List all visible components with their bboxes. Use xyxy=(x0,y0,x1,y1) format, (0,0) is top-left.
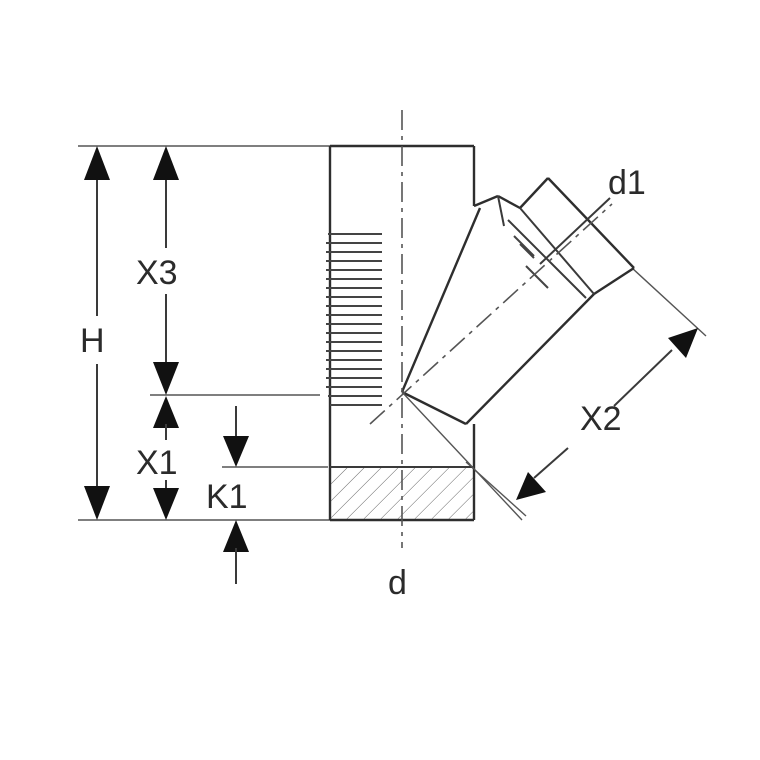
label-X2: X2 xyxy=(580,400,622,438)
dimension-X1: X1 xyxy=(136,396,179,520)
arrow-up-icon xyxy=(153,146,179,180)
arrow-up-right-icon xyxy=(668,328,698,358)
arrow-down-icon xyxy=(223,436,249,467)
branch-outlet xyxy=(400,177,635,426)
arrow-down-icon xyxy=(84,486,110,520)
label-d: d xyxy=(388,564,407,602)
label-X3: X3 xyxy=(136,254,178,292)
label-H: H xyxy=(80,322,105,360)
arrow-down-left-icon xyxy=(516,472,546,500)
thread-lines xyxy=(326,233,382,406)
arrow-up-icon xyxy=(153,396,179,428)
dimension-H: H xyxy=(80,146,110,520)
label-K1: K1 xyxy=(206,478,248,516)
label-X1: X1 xyxy=(136,444,178,482)
centre-lines xyxy=(369,110,613,548)
dimension-X2: X2 xyxy=(516,328,698,500)
arrow-down-icon xyxy=(153,362,179,395)
dimension-K1: K1 xyxy=(206,406,249,584)
dimension-X3: X3 xyxy=(136,146,179,395)
arrow-up-icon xyxy=(223,520,249,552)
arrow-up-icon xyxy=(84,146,110,180)
arrow-down-icon xyxy=(153,488,179,520)
label-d1: d1 xyxy=(608,164,646,202)
d1-leader xyxy=(539,197,611,265)
